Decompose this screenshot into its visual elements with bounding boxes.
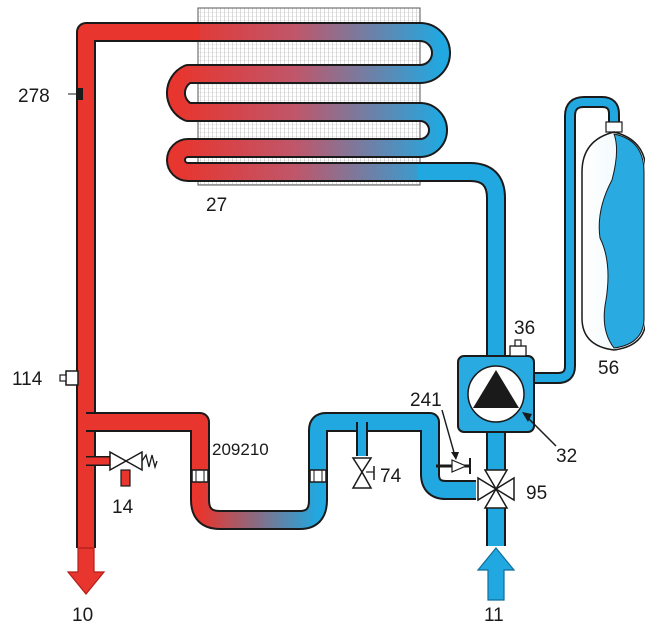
- hot-pipe-network: [76, 22, 210, 548]
- label-56: 56: [598, 358, 619, 379]
- label-74: 74: [380, 466, 402, 487]
- outlet-arrow-10: [66, 547, 106, 595]
- heat-exchanger: [166, 7, 451, 186]
- drain-valve-74: [351, 457, 375, 489]
- air-vent-36: [509, 339, 527, 357]
- expansion-vessel-56: [581, 121, 645, 351]
- label-14: 14: [112, 497, 134, 518]
- label-114: 114: [12, 369, 43, 390]
- label-241: 241: [410, 390, 442, 411]
- pump-32: [457, 355, 557, 447]
- label-32: 32: [556, 446, 577, 467]
- label-11: 11: [484, 605, 504, 626]
- label-36: 36: [514, 318, 535, 339]
- connector-209210-left: [191, 469, 209, 483]
- pressure-sensor-241: [441, 409, 471, 474]
- inlet-arrow-11: [476, 547, 516, 601]
- label-27: 27: [206, 195, 227, 216]
- sensor-114: [59, 370, 79, 386]
- connector-209210-right: [309, 469, 327, 483]
- cold-pipe-network: [308, 96, 620, 546]
- label-95: 95: [526, 483, 547, 504]
- label-10: 10: [72, 605, 93, 626]
- sensor-278: [77, 88, 83, 100]
- three-way-valve-95: [477, 469, 515, 509]
- mixed-pipe: [190, 478, 328, 530]
- safety-valve-14: [109, 450, 158, 487]
- label-278: 278: [18, 86, 50, 107]
- label-209210: 209210: [212, 440, 269, 459]
